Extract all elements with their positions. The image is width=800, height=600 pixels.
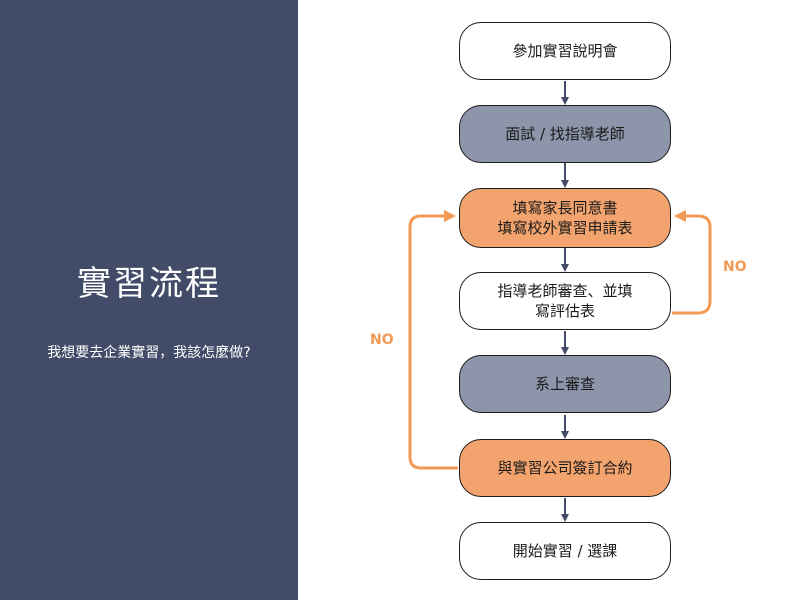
- loop-left-no-label: NO: [370, 332, 394, 348]
- step-3-box: 填寫家長同意書 填寫校外實習申請表: [459, 188, 671, 248]
- step-7-box: 開始實習 / 選課: [459, 522, 671, 580]
- step-3-text-line-1: 填寫家長同意書: [512, 199, 618, 217]
- step-6-box: 與實習公司簽訂合約: [459, 439, 671, 497]
- step-4-box: 指導老師審查、並填 寫評估表: [459, 272, 671, 330]
- step-1-text: 參加實習說明會: [512, 42, 618, 60]
- step-3-text-line-2: 填寫校外實習申請表: [497, 219, 633, 237]
- flowchart-connectors: [408, 81, 712, 522]
- step-4-text-line-2: 寫評估表: [534, 302, 595, 320]
- loop-arrow-left: [408, 210, 458, 470]
- step-2-text: 面試 / 找指導老師: [505, 125, 625, 143]
- step-5-text: 系上審查: [534, 375, 595, 393]
- page-subtitle: 我想要去企業實習，我該怎麼做?: [47, 345, 251, 361]
- page-title: 實習流程: [77, 264, 221, 304]
- step-5-box: 系上審查: [459, 355, 671, 413]
- loop-right-no-label: NO: [723, 259, 747, 275]
- sidebar-panel: 實習流程 我想要去企業實習，我該怎麼做?: [0, 0, 298, 600]
- loop-arrow-right: [672, 210, 712, 315]
- step-4-text-line-1: 指導老師審查、並填: [497, 282, 633, 300]
- step-1-box: 參加實習說明會: [459, 22, 671, 80]
- step-7-text: 開始實習 / 選課: [512, 542, 618, 560]
- flowchart: 參加實習說明會 面試 / 找指導老師 填寫家長同意書 填寫校外實習申請表 指導老…: [298, 0, 800, 600]
- step-2-box: 面試 / 找指導老師: [459, 105, 671, 163]
- step-6-text: 與實習公司簽訂合約: [497, 459, 633, 477]
